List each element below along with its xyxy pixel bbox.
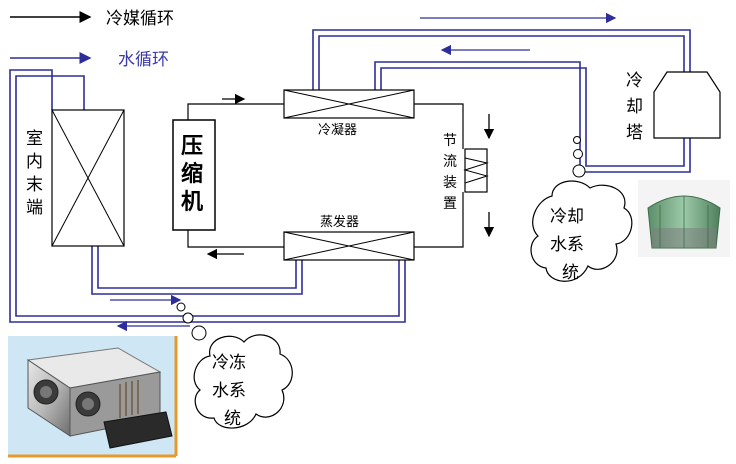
compressor: 压 缩 机 [172,119,216,231]
evaporator-label: 蒸发器 [320,214,359,230]
chilled-water-system-cloud: 冷冻 水系 统 [176,302,293,429]
evaporator: 蒸发器 [283,214,415,261]
svg-text:流: 流 [443,154,457,170]
svg-text:统: 统 [224,409,241,429]
svg-text:水系: 水系 [212,381,246,401]
svg-text:机: 机 [181,190,203,215]
svg-text:冷却: 冷却 [550,207,584,227]
svg-text:冷冻: 冷冻 [212,353,246,373]
svg-text:水系: 水系 [550,235,584,255]
svg-text:压: 压 [181,134,203,159]
refrigerant-loop [187,103,464,248]
cooling-water-system-cloud: 冷却 水系 统 [530,136,633,283]
svg-text:内: 内 [26,152,43,172]
svg-text:却: 却 [626,97,643,117]
throttle-device: 节 流 装 置 [443,133,489,212]
svg-text:缩: 缩 [181,161,203,187]
svg-text:末: 末 [26,175,43,195]
svg-text:置: 置 [443,196,457,212]
condenser-label: 冷凝器 [318,122,357,138]
cooling-tower-image [638,180,730,257]
indoor-terminal-unit [51,109,125,247]
condenser: 冷凝器 [283,89,415,138]
cooling-water-loop [312,29,691,173]
svg-text:端: 端 [26,198,43,218]
chilled-water-loop [9,69,406,323]
fan-coil-unit-image [8,336,178,458]
svg-text:室: 室 [26,129,43,149]
indoor-terminal-label: 室 内 末 端 [26,129,43,218]
legend-water-label: 水循环 [118,50,169,70]
svg-text:塔: 塔 [626,123,643,143]
svg-text:装: 装 [443,175,457,191]
svg-text:节: 节 [443,133,457,149]
legend-refrigerant-label: 冷媒循环 [106,9,174,29]
svg-text:冷: 冷 [626,71,643,91]
svg-text:统: 统 [562,263,579,283]
cooling-tower: 冷 却 塔 [626,71,721,143]
legend: 冷媒循环 水循环 [10,9,174,70]
